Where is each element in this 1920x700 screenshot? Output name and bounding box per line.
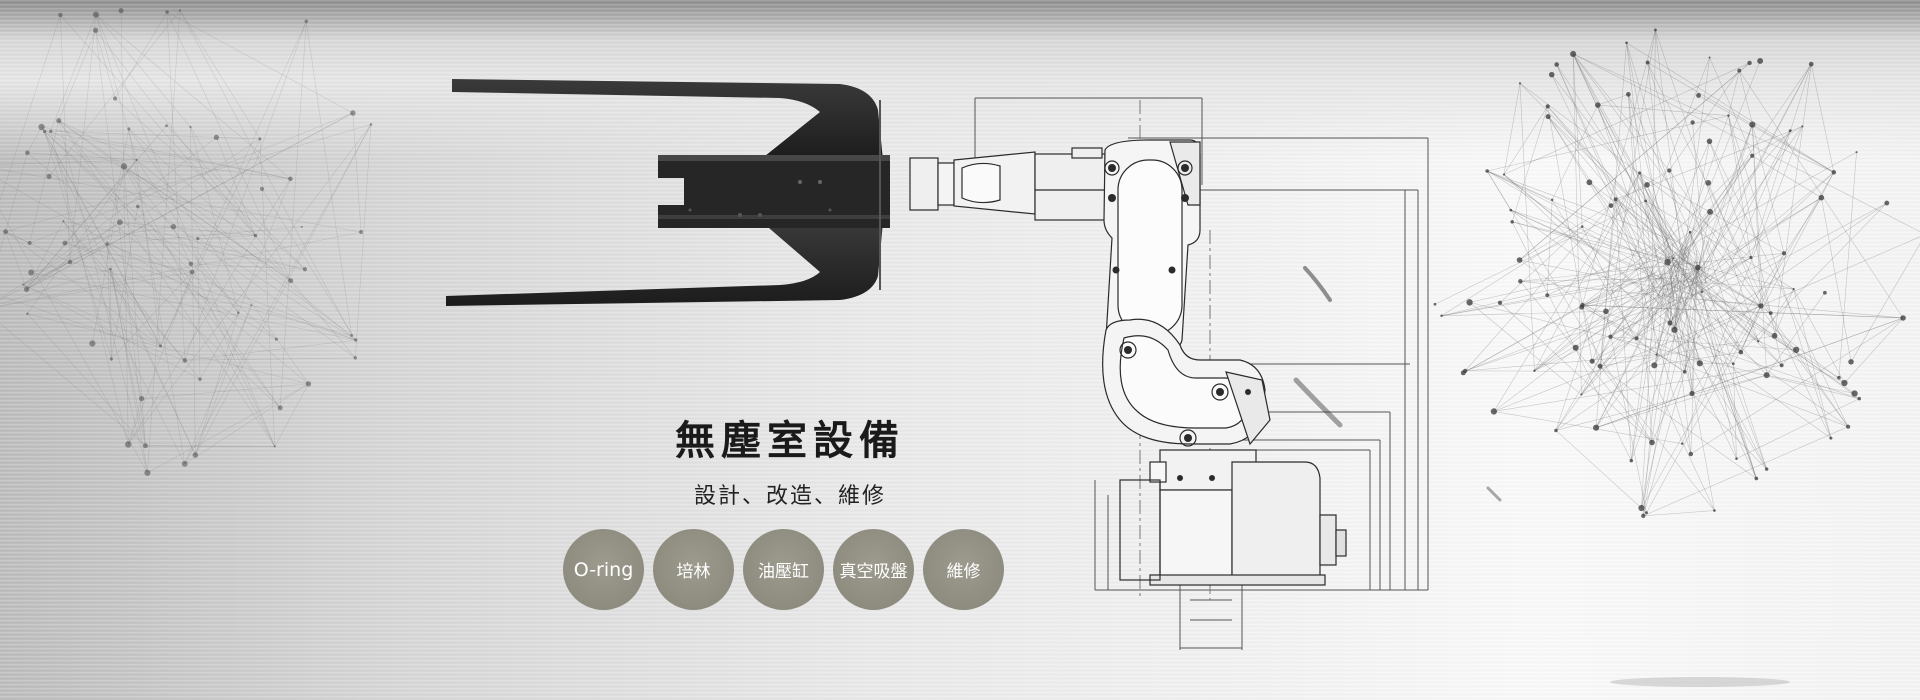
- tag-o-ring-button[interactable]: O-ring: [563, 529, 644, 610]
- tag-vacuum-suction-cup-button[interactable]: 真空吸盤: [833, 529, 914, 610]
- page-title: 無塵室設備: [675, 418, 905, 464]
- tag-list: O-ring 培林 油壓缸 真空吸盤 維修: [563, 529, 1004, 610]
- tag-repair-button[interactable]: 維修: [923, 529, 1004, 610]
- page-subtitle: 設計、改造、維修: [693, 484, 886, 509]
- tag-hydraulic-cylinder-button[interactable]: 油壓缸: [743, 529, 824, 610]
- tag-bearing-button[interactable]: 培林: [653, 529, 734, 610]
